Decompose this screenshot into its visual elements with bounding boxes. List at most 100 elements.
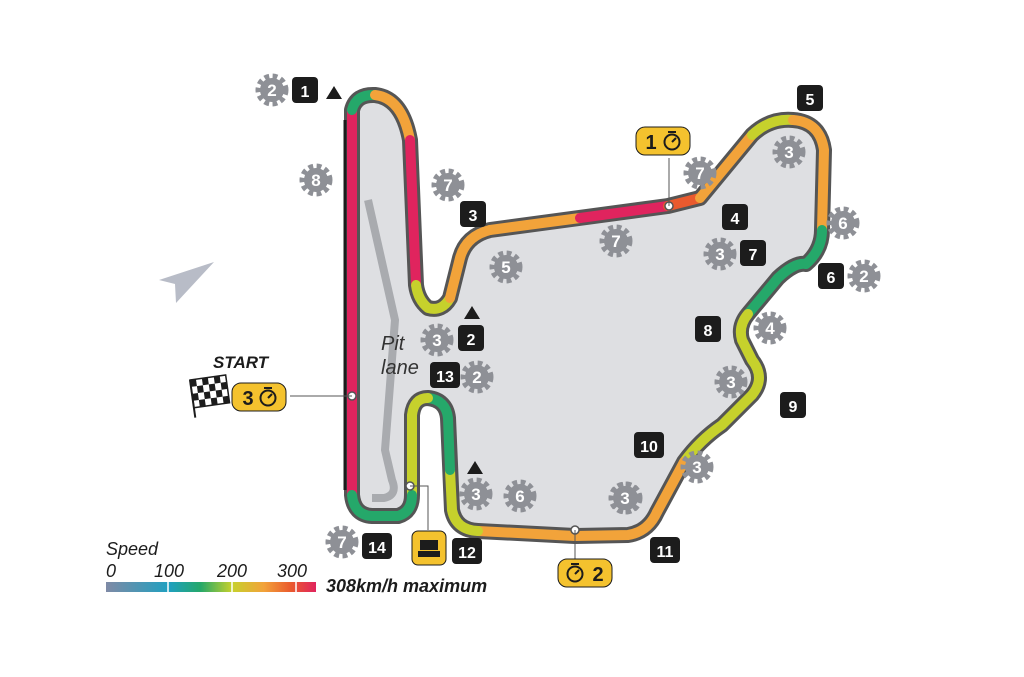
gear-icon: 2 (851, 263, 878, 290)
svg-text:6: 6 (827, 270, 836, 287)
svg-text:14: 14 (368, 540, 386, 557)
svg-text:12: 12 (458, 545, 476, 562)
svg-text:13: 13 (436, 369, 454, 386)
corner-marker: 6 (818, 263, 844, 289)
corner-marker: 1 (292, 77, 318, 103)
gear-icon: 2 (464, 364, 491, 391)
svg-text:9: 9 (789, 399, 798, 416)
legend-tick: 0 (106, 561, 116, 581)
gear-number: 7 (611, 232, 620, 251)
pit-lane-label-2: lane (381, 357, 419, 379)
corner-marker: 2 (458, 325, 484, 351)
gear-number: 7 (337, 533, 346, 552)
gear-number: 2 (472, 368, 481, 387)
sector-badge-1: 1 (635, 126, 691, 156)
gear-number: 3 (715, 245, 724, 264)
gear-icon: 3 (424, 327, 451, 354)
drs-arrow-icon (467, 461, 483, 474)
svg-text:5: 5 (806, 92, 815, 109)
svg-text:11: 11 (657, 544, 674, 561)
gear-icon: 4 (757, 315, 784, 342)
gear-number: 2 (267, 81, 276, 100)
gear-icon: 3 (718, 369, 745, 396)
pit-lane-road (364, 199, 400, 502)
gear-icon: 7 (687, 160, 714, 187)
chequered-flag-icon (189, 374, 231, 418)
gear-number: 8 (311, 171, 320, 190)
gear-number: 3 (620, 489, 629, 508)
gear-icon: 3 (776, 139, 803, 166)
svg-text:10: 10 (640, 439, 658, 456)
svg-text:2: 2 (592, 564, 603, 586)
gear-icon: 8 (303, 167, 330, 194)
legend-tick: 100 (154, 561, 184, 581)
svg-text:1: 1 (301, 84, 310, 101)
gear-icon: 3 (684, 454, 711, 481)
legend-tick: 200 (216, 561, 247, 581)
direction-arrow-icon (159, 262, 214, 303)
gear-number: 6 (838, 214, 847, 233)
gear-icon: 5 (493, 254, 520, 281)
stopwatch-icon (259, 387, 277, 407)
corner-marker: 9 (780, 392, 806, 418)
gear-icon: 3 (612, 485, 639, 512)
svg-text:4: 4 (731, 211, 740, 228)
legend-tick: 300 (277, 561, 307, 581)
drs-arrow-icons (326, 86, 483, 474)
gear-icon: 7 (435, 172, 462, 199)
start-label: START (213, 353, 270, 372)
gear-number: 7 (443, 176, 452, 195)
corner-marker: 3 (460, 201, 486, 227)
gear-icon: 7 (603, 228, 630, 255)
svg-text:3: 3 (242, 388, 253, 410)
legend-title: Speed (106, 539, 159, 559)
drs-arrow-icon (326, 86, 342, 99)
gear-number: 5 (501, 258, 510, 277)
stopwatch-icon (663, 131, 681, 151)
gear-number: 4 (765, 319, 775, 338)
corner-marker: 12 (452, 538, 482, 564)
gear-number: 2 (859, 267, 868, 286)
corner-markers: 1 2 3 4 5 6 7 8 9 10 11 12 13 14 (292, 77, 844, 564)
gear-icon: 2 (259, 77, 286, 104)
timing-points (290, 158, 674, 560)
gear-number: 7 (695, 164, 704, 183)
speed-legend: Speed 0 100 200 300 308km/h maximum (106, 539, 487, 596)
gear-icon: 6 (830, 210, 857, 237)
gear-icon: 6 (507, 483, 534, 510)
corner-marker: 5 (797, 85, 823, 111)
gear-number: 6 (515, 487, 524, 506)
sector-badge-2: 2 (557, 558, 613, 588)
gear-indicators: 28775332373624363763 (259, 77, 878, 556)
track-infield (352, 95, 823, 536)
corner-marker: 8 (695, 316, 721, 342)
gear-icon: 3 (707, 241, 734, 268)
track-speed-colouring (347, 89, 829, 541)
legend-color-bar (106, 582, 316, 592)
corner-marker: 4 (722, 204, 748, 230)
pit-box-icon (411, 530, 447, 566)
svg-text:2: 2 (467, 332, 476, 349)
corner-marker: 10 (634, 432, 664, 458)
legend-max-label: 308km/h maximum (326, 576, 487, 596)
sector-badge-3: 3 (231, 382, 287, 412)
corner-marker: 7 (740, 240, 766, 266)
gear-icon: 7 (329, 529, 356, 556)
svg-text:8: 8 (704, 323, 713, 340)
stopwatch-icon (566, 563, 584, 583)
gear-number: 3 (726, 373, 735, 392)
gear-number: 3 (432, 331, 441, 350)
corner-marker: 11 (650, 537, 680, 563)
drs-arrow-icon (464, 306, 480, 319)
corner-marker: 13 (430, 362, 460, 388)
corner-marker: 14 (362, 533, 392, 559)
svg-text:3: 3 (469, 208, 478, 225)
gear-icon: 3 (463, 481, 490, 508)
gear-number: 3 (692, 458, 701, 477)
gear-number: 3 (471, 485, 480, 504)
gear-number: 3 (784, 143, 793, 162)
svg-text:7: 7 (749, 247, 758, 264)
pit-lane-label-1: Pit (381, 333, 406, 355)
svg-text:1: 1 (645, 132, 656, 154)
